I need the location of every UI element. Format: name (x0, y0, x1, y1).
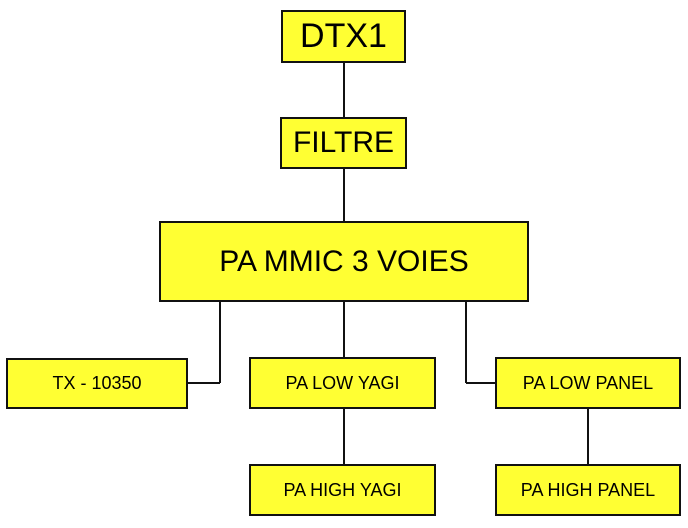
node-pa-low-panel-label: PA LOW PANEL (522, 372, 654, 393)
node-pa-low-yagi: PA LOW YAGI (249, 357, 436, 409)
node-dtx1: DTX1 (281, 10, 406, 63)
node-dtx1-label: DTX1 (300, 17, 387, 55)
node-pa-high-yagi-label: PA HIGH YAGI (283, 479, 402, 500)
node-filtre-label: FILTRE (292, 126, 395, 159)
node-pa-high-panel-label: PA HIGH PANEL (520, 479, 656, 500)
node-filtre: FILTRE (280, 117, 407, 169)
node-pa-low-yagi-label: PA LOW YAGI (285, 372, 400, 393)
node-tx-10350: TX - 10350 (6, 358, 188, 409)
node-tx-10350-label: TX - 10350 (52, 373, 142, 393)
node-pa-high-panel: PA HIGH PANEL (495, 464, 681, 516)
node-pa-mmic-3-voies: PA MMIC 3 VOIES (159, 221, 529, 302)
node-pa-low-panel: PA LOW PANEL (495, 357, 681, 409)
node-pa-high-yagi: PA HIGH YAGI (249, 464, 436, 516)
node-pa-mmic-3-voies-label: PA MMIC 3 VOIES (219, 244, 469, 278)
